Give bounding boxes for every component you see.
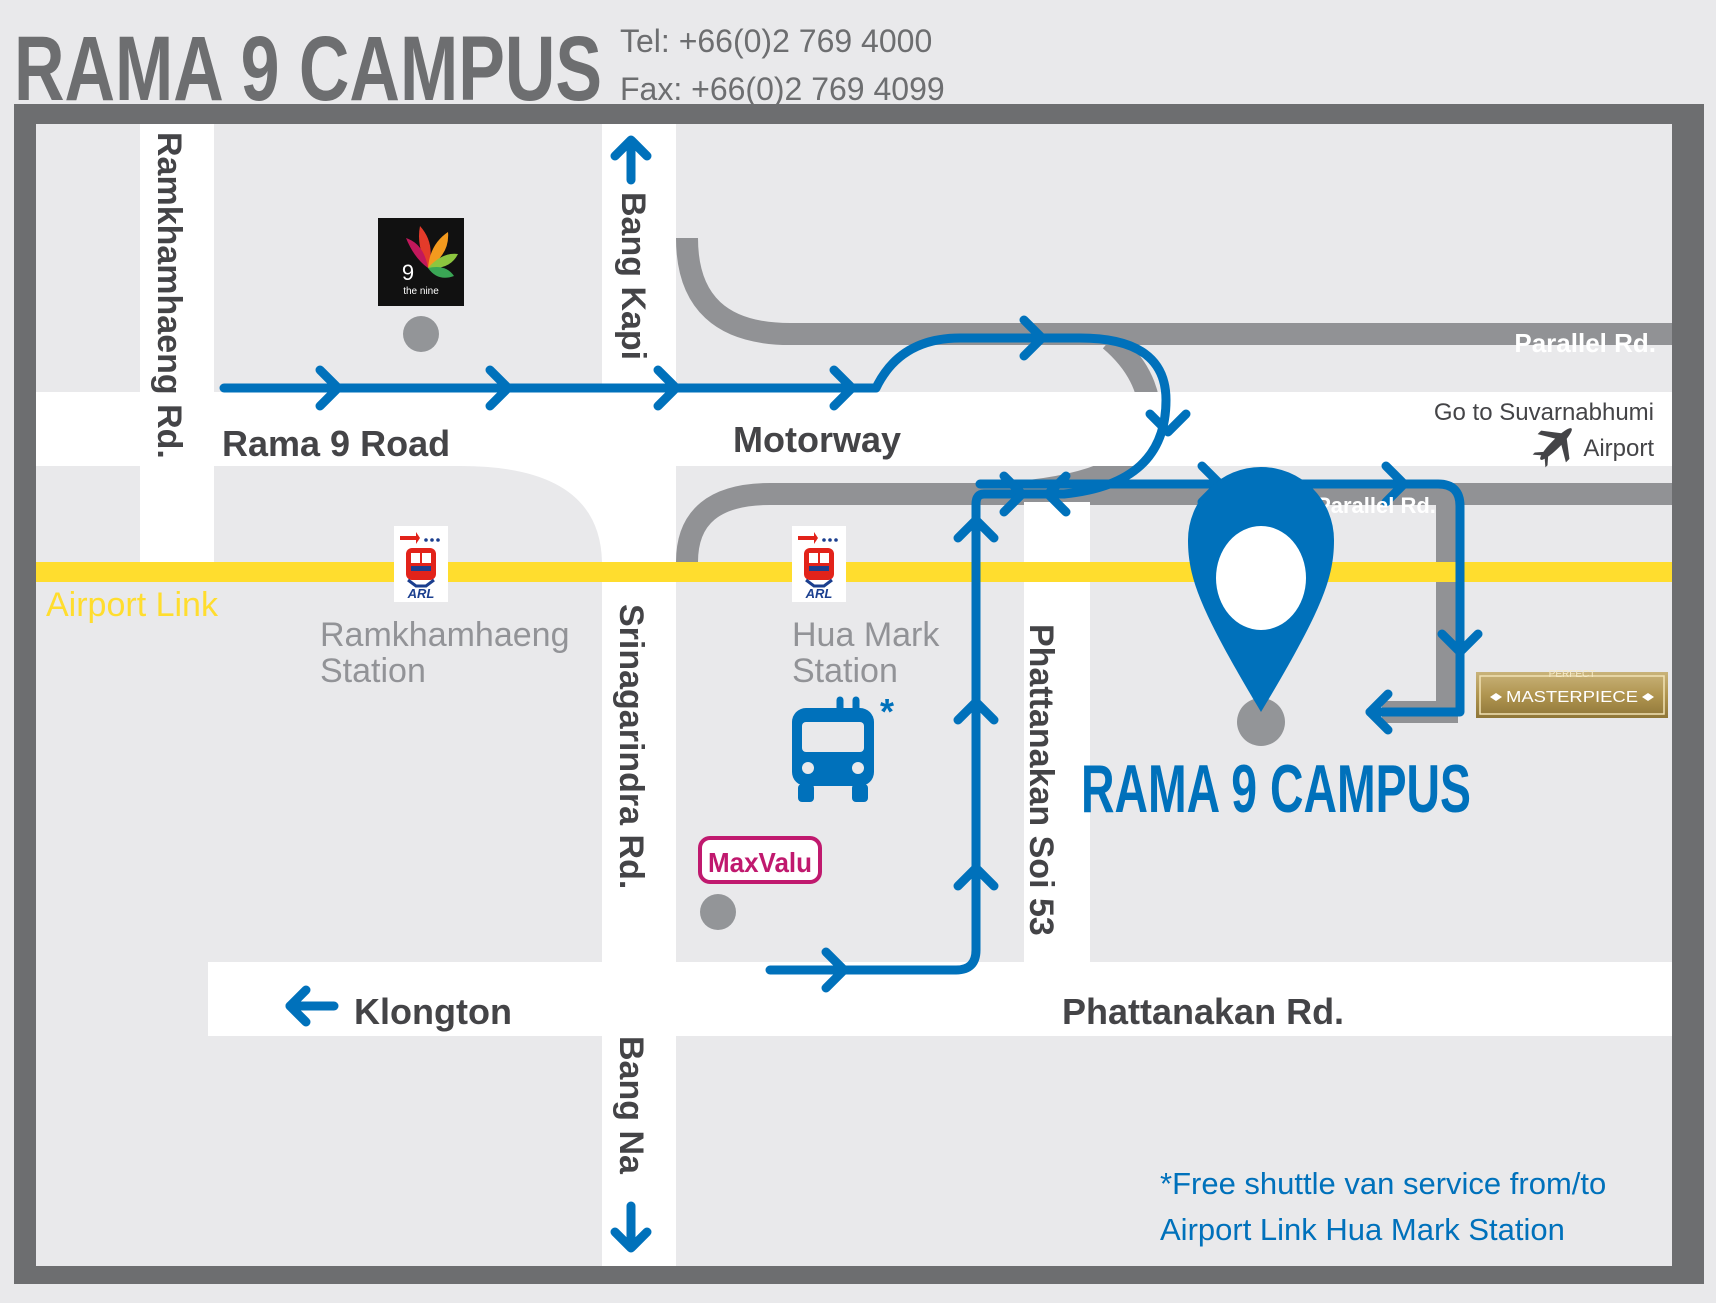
- route-arrow-right: [829, 365, 857, 411]
- label-airport: Airport: [1583, 435, 1654, 462]
- label-hua-mark-station: Hua Mark: [792, 616, 940, 654]
- arl-train-icon: ARL: [792, 526, 846, 602]
- perfect-masterpiece-logo: PERFECT MASTERPIECE: [1476, 669, 1668, 718]
- route: [219, 315, 1483, 993]
- parallel-road-mid: [676, 483, 1000, 563]
- label-parallel-rd-top: Parallel Rd.: [1514, 328, 1656, 358]
- route-arrow-right: [1019, 315, 1047, 361]
- route-arrow-left: [1365, 689, 1393, 735]
- footnote-line2: Airport Link Hua Mark Station: [1160, 1212, 1565, 1247]
- label-srinagarindra-rd: Srinagarindra Rd.: [612, 604, 650, 889]
- header-title: RAMA 9 CAMPUS: [14, 18, 602, 120]
- svg-text:9: 9: [402, 260, 414, 285]
- route-arrow-right: [315, 365, 343, 411]
- svg-text:the nine: the nine: [403, 286, 439, 297]
- route-arrow-right: [999, 471, 1027, 517]
- label-phattanakan-rd: Phattanakan Rd.: [1062, 991, 1344, 1032]
- label-ramkhamhaeng-rd: Ramkhamhaeng Rd.: [150, 132, 188, 459]
- route-arrow-up: [953, 697, 999, 725]
- label-go-to-suvarnabhumi: Go to Suvarnabhumi: [1434, 399, 1654, 426]
- route-arrow-right: [653, 365, 681, 411]
- bus-icon: [792, 696, 874, 802]
- airport-link-line: [36, 562, 1672, 582]
- arl-train-icon: ARL: [394, 526, 448, 602]
- campus-label: RAMA 9 CAMPUS: [1081, 751, 1471, 827]
- the-nine-logo: 9 the nine: [378, 218, 464, 306]
- route-arrow-right: [485, 365, 513, 411]
- label-ramkhamhaeng-station: Ramkhamhaeng: [320, 616, 569, 654]
- label-bang-na: Bang Na: [612, 1036, 650, 1175]
- arrow-down-icon: [610, 1201, 652, 1253]
- route-main: [219, 333, 1171, 975]
- route-arrow-left: [1043, 471, 1071, 517]
- route-arrow-down: [1437, 629, 1483, 657]
- label-hua-mark-station-2: Station: [792, 652, 898, 690]
- label-airport-link: Airport Link: [46, 586, 219, 624]
- road-ramkhamhaeng: [140, 124, 214, 572]
- route-arrow-right: [821, 947, 849, 993]
- maxvalu-logo: MaxValu: [698, 836, 822, 884]
- svg-text:MASTERPIECE: MASTERPIECE: [1506, 689, 1638, 706]
- arrow-left-icon: [285, 985, 339, 1027]
- label-phattanakan-soi-53: Phattanakan Soi 53: [1022, 624, 1060, 936]
- route-arrow-down: [1145, 409, 1191, 437]
- road-rama9: [36, 392, 1672, 466]
- label-rama9-road: Rama 9 Road: [222, 423, 450, 464]
- shuttle-asterisk: *: [880, 691, 894, 732]
- route-arrow-up: [953, 863, 999, 891]
- label-bang-kapi: Bang Kapi: [614, 192, 652, 360]
- road-srinagarindra: [602, 124, 676, 1266]
- parallel-road-top: [676, 237, 1672, 345]
- white-roads: [36, 124, 1672, 1266]
- route-arrow-up: [953, 515, 999, 543]
- svg-text:ARL: ARL: [407, 586, 435, 601]
- maxvalu-marker: [700, 894, 736, 930]
- route-campus: [975, 479, 1465, 717]
- label-ramkhamhaeng-station-2: Station: [320, 652, 426, 690]
- label-klongton: Klongton: [354, 991, 512, 1032]
- campus-location-pin-icon: [1188, 467, 1334, 746]
- header-fax: Fax: +66(0)2 769 4099: [620, 71, 945, 107]
- direction-arrows: [285, 135, 652, 1253]
- label-parallel-rd-mid: Parallel Rd.: [1316, 493, 1436, 518]
- label-motorway: Motorway: [733, 419, 901, 460]
- svg-text:MaxValu: MaxValu: [708, 847, 812, 878]
- arrow-up-icon: [610, 135, 652, 185]
- the-nine-marker: [403, 316, 439, 352]
- svg-text:ARL: ARL: [805, 586, 833, 601]
- map-area: [36, 124, 1672, 1266]
- header-tel: Tel: +66(0)2 769 4000: [620, 23, 932, 59]
- footnote-line1: *Free shuttle van service from/to: [1160, 1166, 1606, 1201]
- svg-text:PERFECT: PERFECT: [1549, 669, 1596, 680]
- route-arrow-right: [1381, 461, 1409, 507]
- airplane-icon: [1532, 428, 1572, 468]
